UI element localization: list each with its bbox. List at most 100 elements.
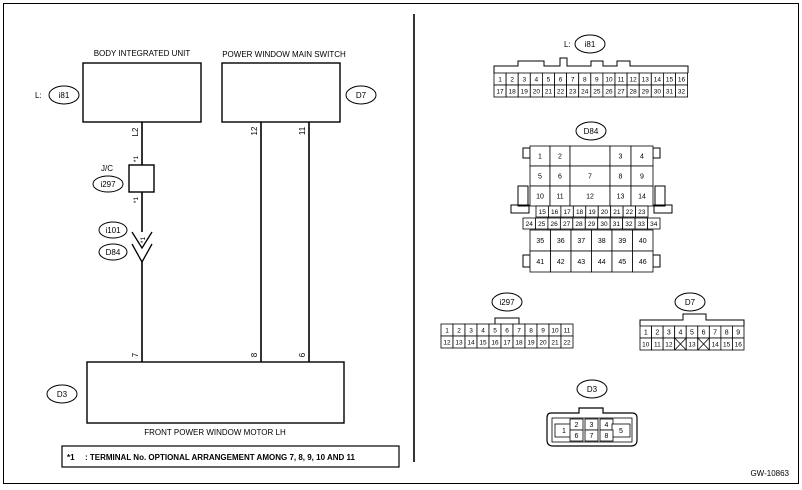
pin-number: 21	[613, 209, 621, 216]
pin-number: 9	[595, 77, 599, 84]
pin-number: 14	[467, 340, 475, 347]
pin-number: 3	[469, 328, 473, 335]
pin-number: 32	[625, 221, 633, 228]
pin-number: 4	[481, 328, 485, 335]
pin-number: 33	[638, 221, 646, 228]
joint-d84-label: D84	[106, 248, 121, 257]
pin-number: 46	[639, 259, 647, 266]
pin-cavity	[675, 84, 689, 98]
d3-housing	[546, 407, 638, 447]
pin-number: 11	[654, 342, 661, 349]
pin-number: 4	[678, 330, 682, 337]
joint-i101-label: i101	[105, 226, 121, 235]
pin-number: 32	[678, 89, 686, 96]
wire-label-l2: L2	[131, 127, 140, 136]
front-power-window-motor-box	[86, 361, 345, 424]
pin-cavity	[635, 205, 649, 218]
jc-label: J/C	[101, 164, 113, 173]
motor-connector-label: D3	[57, 390, 68, 399]
pin-number: 38	[598, 238, 606, 245]
pwms-connector-label: D7	[356, 91, 367, 100]
pin-cavity	[569, 429, 584, 442]
pin-number: 1	[562, 428, 566, 435]
pin-number: 40	[639, 238, 647, 245]
pin-number: 8	[619, 174, 623, 181]
pin-number: 1	[498, 77, 502, 84]
joint-terminal-label: *1	[140, 237, 147, 244]
pin-cavity	[569, 145, 611, 167]
i297-label: i297	[499, 298, 515, 307]
pin-number: 7	[588, 174, 592, 181]
pin-number: 18	[509, 89, 517, 96]
blank-pin-cross-icon	[674, 337, 687, 351]
d84-tab-right-mid	[654, 185, 666, 207]
d84-tab-left-top	[522, 147, 531, 159]
pwms-connector-oval	[345, 85, 377, 105]
pin-number: 29	[642, 89, 650, 96]
pin-number: 39	[618, 238, 626, 245]
i297-housing-latch	[494, 317, 520, 324]
pin-number: 6	[559, 77, 563, 84]
pin-number: 4	[535, 77, 539, 84]
pin-number: 27	[617, 89, 625, 96]
pin-number: 7	[590, 433, 594, 440]
d84-tab-right-top	[652, 147, 661, 159]
pin-number: 25	[538, 221, 546, 228]
pin-number: 17	[496, 89, 504, 96]
pin-number: 15	[539, 209, 547, 216]
pin-number: 3	[522, 77, 526, 84]
d3-inner	[551, 417, 633, 443]
pin-number: 31	[666, 89, 674, 96]
pin-number: 4	[640, 154, 644, 161]
pin-number: 28	[575, 221, 583, 228]
pin-number: 6	[558, 174, 562, 181]
wire-label-11: 11	[298, 126, 307, 135]
pin-number: 15	[723, 342, 731, 349]
pin-number: 42	[557, 259, 565, 266]
pin-number: 2	[655, 330, 659, 337]
pin-cavity	[560, 335, 574, 349]
pin-number: 16	[491, 340, 499, 347]
pin-number: 23	[638, 209, 646, 216]
note-text: : TERMINAL No. OPTIONAL ARRANGEMENT AMON…	[85, 453, 356, 462]
joint-d84-oval	[98, 243, 128, 261]
pin-number: 43	[577, 259, 585, 266]
d7-label: D7	[685, 298, 696, 307]
pin-cavity	[732, 337, 745, 351]
pin-number: 13	[455, 340, 463, 347]
pin-number: 2	[510, 77, 514, 84]
pin-number: 14	[654, 77, 662, 84]
jc-connector-label: i297	[100, 180, 116, 189]
pin-number: 13	[617, 194, 625, 201]
pin-number: 18	[515, 340, 523, 347]
pin-cavity	[599, 429, 614, 442]
motor-pin-7: 7	[131, 352, 140, 357]
pin-number: 16	[735, 342, 743, 349]
pin-number: 7	[571, 77, 575, 84]
motor-pin-8: 8	[250, 352, 259, 357]
pin-cavity	[647, 217, 661, 230]
pin-number: 9	[736, 330, 740, 337]
d3-label: D3	[587, 385, 598, 394]
pin-number: 34	[650, 221, 658, 228]
i297-oval	[491, 292, 523, 312]
pin-number: 5	[493, 328, 497, 335]
pin-number: 19	[527, 340, 535, 347]
bcu-title: BODY INTEGRATED UNIT	[94, 49, 191, 58]
pin-number: 12	[586, 194, 594, 201]
pin-number: 7	[713, 330, 717, 337]
pin-number: 2	[457, 328, 461, 335]
pin-number: 9	[541, 328, 545, 335]
pin-number: 11	[556, 194, 563, 201]
pin-number: 30	[600, 221, 608, 228]
pin-number: 36	[557, 238, 565, 245]
note-box	[61, 445, 400, 468]
